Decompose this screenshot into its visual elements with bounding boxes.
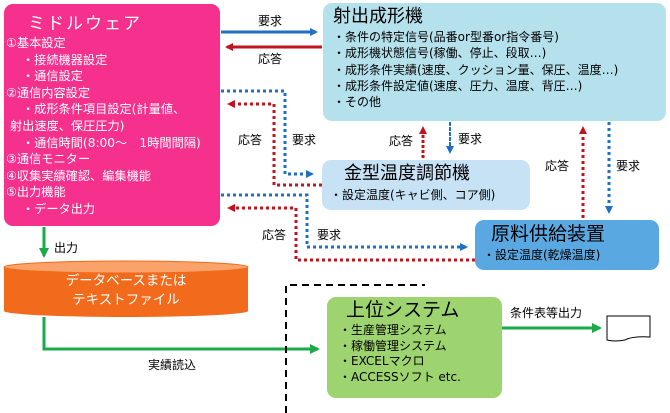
material-supply-title: 原料供給装置 bbox=[491, 223, 606, 245]
document-icon bbox=[606, 315, 651, 342]
middleware-item: ①基本設定 bbox=[6, 36, 66, 50]
material-supply-item: ・設定温度(乾燥温度) bbox=[483, 248, 601, 262]
system-boundary-line bbox=[285, 284, 425, 413]
response-label-material-vertical: 応答 bbox=[545, 159, 570, 173]
response-label-material: 応答 bbox=[262, 228, 287, 242]
middleware-item: ・通信設定 bbox=[22, 69, 83, 84]
database-label-line: データベースまたは bbox=[65, 273, 187, 289]
results-read-label: 実績読込 bbox=[148, 358, 197, 372]
material-supply-box: 原料供給装置 ・設定温度(乾燥温度) bbox=[475, 220, 659, 270]
middleware-item: ・データ出力 bbox=[22, 201, 96, 216]
request-label-molding-mold-temp: 要求 bbox=[458, 132, 483, 146]
middleware-item: ③通信モニター bbox=[6, 152, 91, 167]
request-path-mold-temp bbox=[221, 89, 314, 178]
request-label-material: 要求 bbox=[317, 228, 342, 242]
middleware-box: ミドルウェア ①基本設定 ・接続機器設定 ・通信設定 ②通信内容設定 ・成形条件… bbox=[4, 4, 220, 226]
upper-system-item: ・EXCELマクロ bbox=[339, 354, 425, 368]
results-read-arrow bbox=[42, 317, 320, 354]
middleware-item: ⑤出力機能 bbox=[6, 185, 66, 200]
molding-machine-title: 射出成形機 bbox=[333, 6, 423, 27]
middleware-item: ・接続機器設定 bbox=[22, 52, 108, 67]
middleware-item: ④収集実績確認、編集機能 bbox=[6, 168, 151, 183]
middleware-item: 射出速度、保圧圧力) bbox=[10, 118, 125, 133]
request-label-material-vertical: 要求 bbox=[616, 159, 641, 173]
response-label-molding: 応答 bbox=[258, 52, 283, 66]
mold-temp-controller-box: 金型温度調節機 ・設定温度(キャビ側、コア側) bbox=[322, 160, 530, 210]
middleware-item: ・成形条件項目設定(計量値、 bbox=[22, 102, 186, 117]
mold-temp-controller-item: ・設定温度(キャビ側、コア側) bbox=[330, 188, 496, 202]
condition-output-label: 条件表等出力 bbox=[510, 306, 583, 320]
upper-system-item: ・稼働管理システム bbox=[339, 338, 447, 353]
molding-machine-item: ・条件の特定信号(品番or型番or指令番号) bbox=[333, 30, 559, 44]
database-cylinder bbox=[3, 260, 249, 317]
response-label-molding-mold-temp: 応答 bbox=[389, 134, 414, 148]
molding-machine-item: ・その他 bbox=[333, 95, 382, 110]
middleware-item: ②通信内容設定 bbox=[6, 85, 91, 100]
response-path-material bbox=[227, 204, 475, 262]
request-label-molding: 要求 bbox=[258, 14, 283, 28]
upper-system-item: ・ACCESSソフト etc. bbox=[339, 369, 461, 384]
mold-temp-controller-title: 金型温度調節機 bbox=[344, 163, 470, 184]
database-label: データベースまたは テキストファイル bbox=[4, 272, 248, 310]
molding-machine-box: 射出成形機 ・条件の特定信号(品番or型番or指令番号) ・成形機状態信号(稼働… bbox=[323, 3, 666, 121]
molding-machine-item: ・成形条件実績(速度、クッション量、保圧、温度…) bbox=[333, 62, 619, 77]
middleware-item: ・通信時間(8:00～ 1時間間隔) bbox=[22, 135, 201, 150]
database-label-line: テキストファイル bbox=[72, 292, 180, 308]
molding-machine-item: ・成形機状態信号(稼働、停止、段取…) bbox=[333, 46, 547, 61]
request-label-mold-temp: 要求 bbox=[292, 133, 317, 147]
upper-system-box: 上位システム ・生産管理システム ・稼働管理システム ・EXCELマクロ ・AC… bbox=[327, 297, 502, 398]
output-label: 出力 bbox=[54, 241, 79, 255]
request-path-material bbox=[221, 193, 468, 251]
middleware-title: ミドルウェア bbox=[28, 14, 142, 34]
molding-machine-item: ・成形条件設定値(速度、圧力、温度、背圧…) bbox=[333, 78, 583, 93]
upper-system-title: 上位システム bbox=[346, 299, 460, 321]
response-label-mold-temp: 応答 bbox=[238, 133, 263, 147]
upper-system-item: ・生産管理システム bbox=[339, 323, 447, 337]
response-path-mold-temp bbox=[227, 100, 322, 187]
